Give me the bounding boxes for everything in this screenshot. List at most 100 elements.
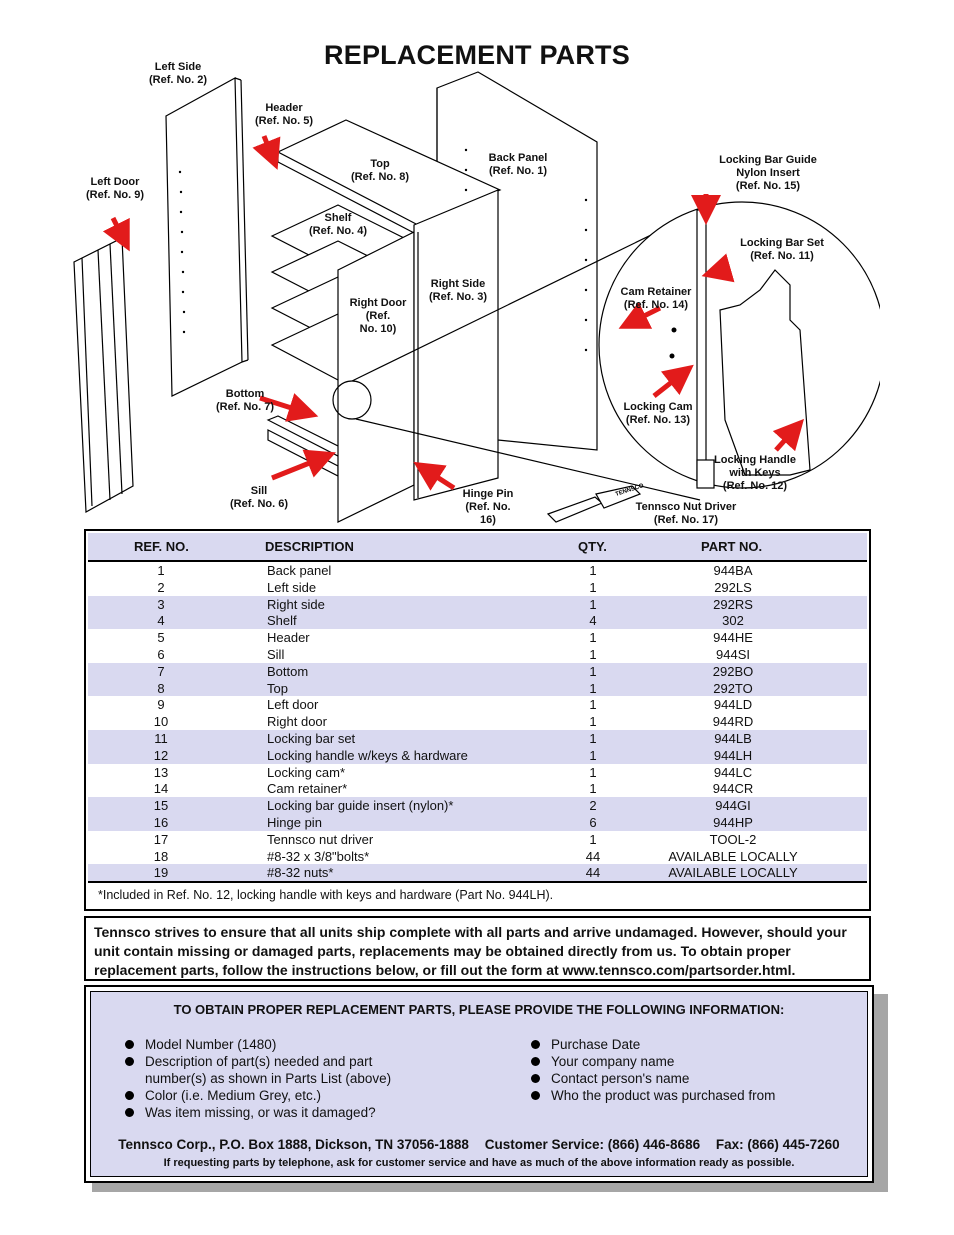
part-cell: 292BO: [712, 663, 754, 679]
callout-left-side: Left Side (Ref. No. 2): [148, 61, 208, 86]
callout-bottom: Bottom (Ref. No. 7): [215, 388, 275, 413]
qty-cell: 1: [589, 831, 597, 847]
ref-cell: 7: [157, 663, 165, 679]
desc-cell: #8-32 x 3/8"bolts*: [267, 848, 370, 864]
part-cell: 944CR: [712, 781, 754, 797]
header-part: PART NO.: [701, 539, 763, 554]
desc-cell: Top: [267, 680, 288, 696]
part-cell: 944LD: [713, 697, 753, 713]
callout-guide-insert: Locking Bar Guide Nylon Insert (Ref. No.…: [719, 154, 817, 192]
desc-cell: Left side: [267, 579, 317, 595]
qty-cell: 1: [589, 764, 597, 780]
qty-cell: 2: [589, 798, 597, 814]
header-qty: QTY.: [578, 539, 607, 554]
replacement-notice: Tennsco strives to ensure that all units…: [84, 916, 871, 981]
desc-cell: Sill: [267, 646, 285, 662]
ref-cell: 17: [153, 831, 169, 847]
right-side-panel: [413, 189, 499, 501]
contact-service: Customer Service: (866) 446-8686: [484, 1137, 701, 1152]
header-desc: DESCRIPTION: [265, 539, 354, 554]
part-cell: 292LS: [714, 579, 752, 595]
bullet-icon: [531, 1074, 540, 1083]
info-list-item: Your company name: [529, 1053, 829, 1070]
ref-cell: 6: [157, 646, 165, 662]
header-ref: REF. NO.: [134, 539, 189, 554]
desc-cell: Locking bar guide insert (nylon)*: [267, 798, 454, 814]
qty-cell: 1: [589, 646, 597, 662]
qty-cell: 1: [589, 781, 597, 797]
qty-cell: 1: [589, 714, 597, 730]
qty-cell: 1: [589, 563, 597, 578]
desc-cell: Shelf: [267, 613, 297, 629]
part-cell: 302: [722, 613, 744, 629]
desc-cell: Locking handle w/keys & hardware: [267, 747, 468, 763]
bullet-icon: [531, 1091, 540, 1100]
info-list-item: Color (i.e. Medium Grey, etc.): [123, 1087, 423, 1104]
desc-cell: Tennsco nut driver: [267, 831, 374, 847]
part-cell: 944LC: [713, 764, 753, 780]
part-cell: 944BA: [713, 563, 753, 578]
callout-hinge-pin: Hinge Pin (Ref. No. 16): [462, 488, 514, 526]
callout-cam-retainer: Cam Retainer (Ref. No. 14): [620, 286, 692, 311]
desc-cell: Right side: [267, 596, 325, 612]
desc-cell: Hinge pin: [267, 814, 322, 830]
info-list-text: Model Number (1480): [145, 1037, 277, 1052]
info-list-text: Contact person's name: [551, 1071, 690, 1086]
desc-cell: Locking bar set: [267, 730, 356, 746]
callout-top: Top (Ref. No. 8): [350, 158, 410, 183]
right-door-panel: [337, 231, 415, 523]
desc-cell: Right door: [267, 714, 327, 730]
ref-cell: 16: [153, 814, 169, 830]
part-cell: 944LB: [714, 730, 752, 746]
qty-cell: 44: [585, 865, 601, 881]
ref-cell: 12: [153, 747, 169, 763]
ref-cell: 2: [157, 579, 165, 595]
part-cell: 944LH: [713, 747, 753, 763]
part-cell: 944HP: [713, 814, 753, 830]
qty-cell: 1: [589, 697, 597, 713]
desc-cell: Bottom: [267, 663, 309, 679]
nut-driver-shape: [546, 496, 604, 523]
info-list-text: Purchase Date: [551, 1037, 641, 1052]
info-list-item: Model Number (1480): [123, 1036, 423, 1053]
info-list-text: Description of part(s) needed and part n…: [145, 1054, 392, 1086]
qty-cell: 1: [589, 730, 597, 746]
desc-cell: Left door: [267, 697, 319, 713]
top-panel: [276, 119, 502, 226]
desc-cell: Header: [267, 630, 310, 646]
left-side-panel: [165, 76, 243, 397]
contact-line: Tennsco Corp., P.O. Box 1888, Dickson, T…: [91, 1137, 867, 1152]
callout-left-door: Left Door (Ref. No. 9): [85, 176, 145, 201]
contact-fax: Fax: (866) 445-7260: [715, 1137, 840, 1152]
callout-shelf: Shelf (Ref. No. 4): [308, 212, 368, 237]
info-list-text: Who the product was purchased from: [551, 1088, 776, 1103]
ref-cell: 4: [157, 613, 165, 629]
bullet-icon: [531, 1040, 540, 1049]
contact-address: Tennsco Corp., P.O. Box 1888, Dickson, T…: [118, 1137, 469, 1152]
desc-cell: #8-32 nuts*: [267, 865, 334, 881]
bullet-icon: [125, 1057, 134, 1066]
callout-locking-handle: Locking Handle with Keys (Ref. No. 12): [714, 454, 796, 492]
info-list-left: Model Number (1480) Description of part(s…: [123, 1036, 423, 1121]
page-title: REPLACEMENT PARTS: [324, 40, 630, 70]
callout-right-door: Right Door (Ref. No. 10): [349, 297, 407, 335]
part-cell: 292TO: [713, 680, 753, 696]
ref-cell: 18: [153, 848, 169, 864]
